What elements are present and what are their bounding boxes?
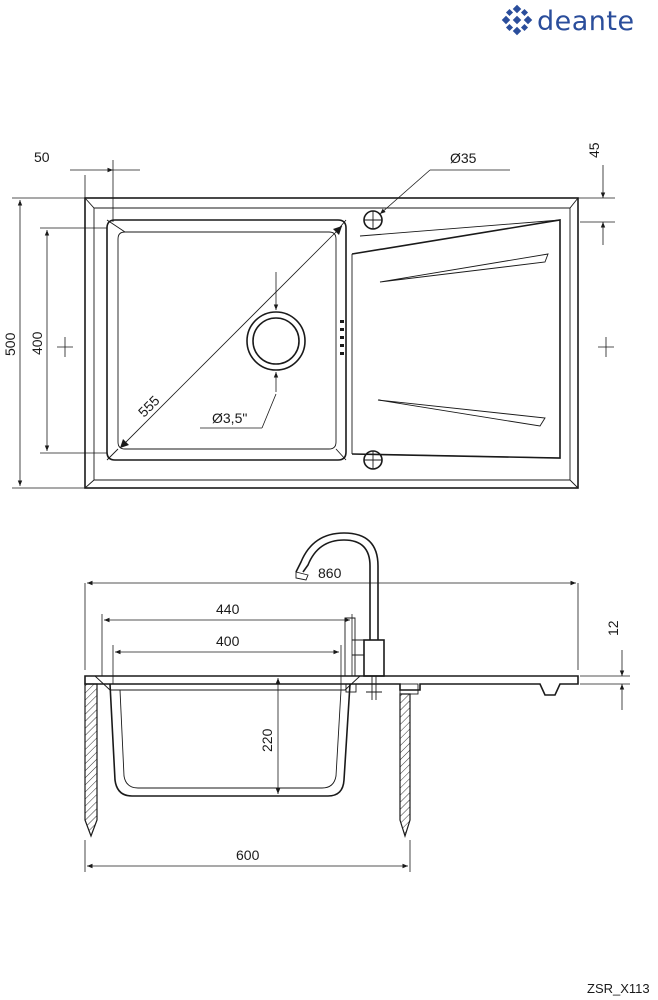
- bowl-inner: [117, 231, 337, 450]
- center-mark-right: [598, 337, 614, 357]
- drainboard-slope-lines: [359, 219, 561, 459]
- bowl-corners: [106, 219, 347, 461]
- faucet-mount: [366, 676, 382, 700]
- bowl-profile-outer: [109, 683, 351, 797]
- brand-logo: deante: [501, 4, 635, 37]
- drain-inner: [252, 317, 300, 365]
- deante-snowflake-logo-icon: [501, 4, 533, 36]
- cabinet-wall-right: [399, 693, 411, 839]
- dim-total-width: 860: [318, 565, 342, 581]
- dim-bowl-outer: 440: [216, 601, 240, 617]
- top-view: 50 Ø35 45 500 400 555: [2, 142, 615, 489]
- faucet-spout: [302, 539, 371, 640]
- drain-groove-bottom: [377, 399, 546, 427]
- dim-bowl-height: 220: [259, 728, 275, 752]
- dim-bowl-depth: 400: [29, 331, 45, 355]
- dim-thickness: 12: [605, 620, 621, 636]
- bowl-outer: [106, 219, 347, 461]
- faucet-tip: [295, 571, 309, 581]
- dim-diagonal: 555: [135, 392, 163, 420]
- dim-left-offset: 50: [34, 149, 50, 165]
- diagonal-line: [119, 225, 343, 449]
- overflow-slots: [340, 320, 344, 355]
- faucet-body: [363, 639, 385, 677]
- dim-cabinet: 600: [236, 847, 260, 863]
- drawing-code: ZSR_X113: [587, 981, 650, 996]
- cabinet-wall-left: [84, 683, 98, 838]
- drainboard-edge: [351, 219, 561, 459]
- sink-outline: [84, 197, 579, 489]
- bowl-profile-inner: [119, 689, 342, 789]
- center-mark-left: [57, 337, 73, 357]
- dim-tap-hole: Ø35: [450, 150, 477, 166]
- drain-groove-top: [379, 253, 549, 283]
- dim-top-offset: 45: [586, 142, 602, 158]
- rim-profile: [94, 675, 361, 691]
- dim-total-depth: 500: [2, 332, 18, 356]
- dim-drain: Ø3,5": [212, 410, 247, 426]
- dim-bowl-inner: 400: [216, 633, 240, 649]
- overflow-profile: [345, 683, 357, 693]
- faucet-spout-outer: [295, 532, 379, 640]
- tap-hole-profile: [399, 683, 419, 695]
- faucet-lever: [344, 617, 364, 677]
- side-view: 860 440 400 12 220 600: [84, 532, 630, 872]
- sink-rim-bevel: [84, 197, 579, 489]
- drain-outer: [246, 311, 306, 371]
- sink-top-profile: [84, 675, 579, 696]
- brand-name: deante: [537, 6, 635, 37]
